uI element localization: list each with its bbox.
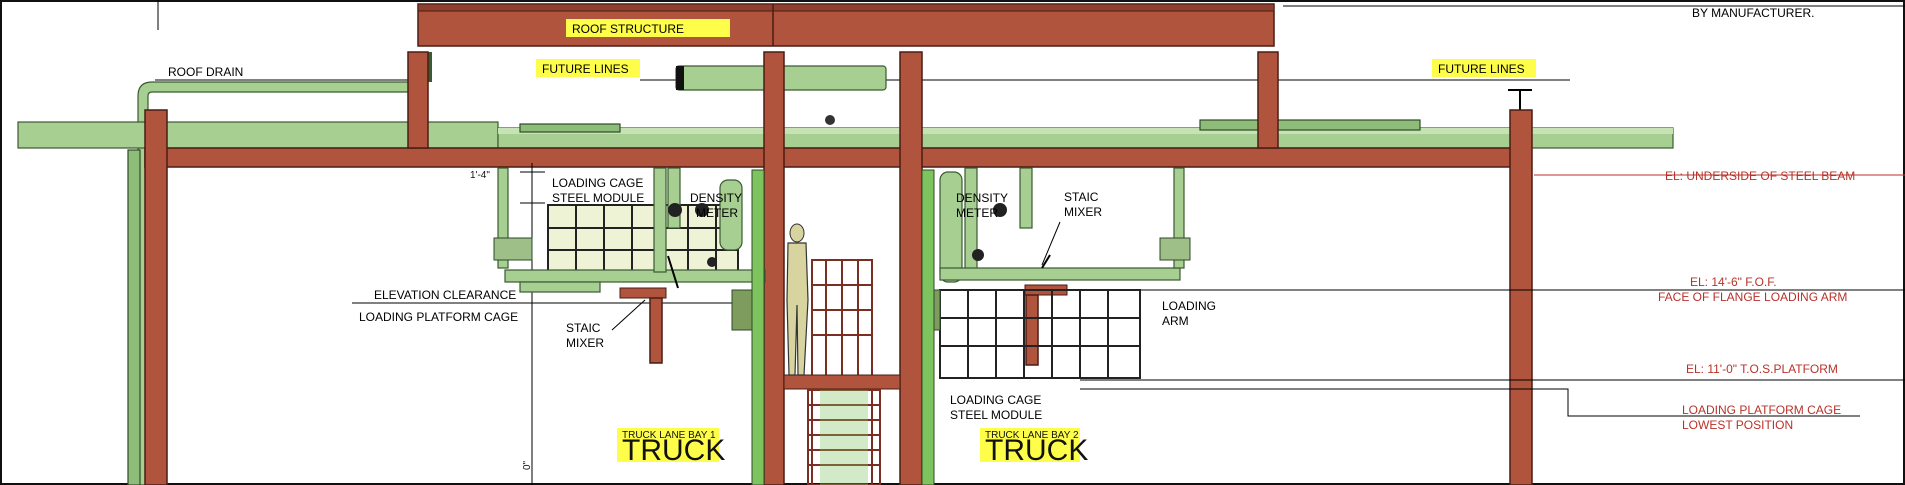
staic-mixer-right-1: STAIC [1064, 190, 1099, 204]
staic-mixer-left-2: MIXER [566, 336, 604, 350]
el-steel-beam-label: EL: UNDERSIDE OF STEEL BEAM [1665, 169, 1855, 183]
staic-mixer-left-1: STAIC [566, 321, 601, 335]
staic-mixer-right-leader [1041, 221, 1061, 266]
right-piping-assembly [939, 167, 1191, 366]
vertical-dimension-label: 0" [522, 460, 533, 470]
left-piping-assembly [493, 167, 766, 364]
roof-structure [417, 3, 1275, 47]
loading-cage-left-2: STEEL MODULE [552, 191, 644, 205]
future-lines-marker [1508, 89, 1532, 110]
left-loading-cage [547, 204, 739, 274]
el-11-0-label: EL: 11'-0" T.O.S.PLATFORM [1686, 362, 1838, 376]
loading-cage-left-1: LOADING CAGE [552, 176, 643, 190]
future-lines-right-highlight [1432, 59, 1536, 77]
roof-structure-label: ROOF STRUCTURE [572, 22, 684, 36]
dimension-1-4 [520, 163, 545, 206]
roof-drain-label: ROOF DRAIN [168, 65, 243, 79]
elevation-clearance-label: ELEVATION CLEARANCE [374, 288, 516, 302]
face-of-flange-label: FACE OF FLANGE LOADING ARM [1658, 290, 1847, 304]
loading-platform-cage-label: LOADING PLATFORM CAGE [359, 310, 518, 324]
person-figure-icon [786, 223, 809, 376]
truck-right-label: TRUCK [985, 434, 1088, 467]
staic-mixer-right-2: MIXER [1064, 205, 1102, 219]
column-center-left [763, 51, 785, 485]
loading-arm-1: LOADING [1162, 299, 1216, 313]
future-pipe-cap [676, 66, 684, 90]
bay-left-label: TRUCK LANE BAY 1 [622, 430, 716, 441]
loading-cage-right-1: LOADING CAGE [950, 393, 1041, 407]
roof-drain-pipe [127, 52, 432, 485]
bay-right-label: TRUCK LANE BAY 2 [985, 430, 1079, 441]
density-meter-left-2: METER [696, 206, 738, 220]
future-lines-left-label: FUTURE LINES [542, 62, 629, 76]
column-far-left [144, 109, 168, 485]
density-meter-left-1: DENSITY [690, 191, 742, 205]
loading-arm-2: ARM [1162, 314, 1189, 328]
staic-mixer-left-leader [611, 299, 646, 331]
column-right-upper [1257, 51, 1279, 149]
truck-right-highlight [980, 428, 1080, 462]
el-14-6-label: EL: 14'-6" F.O.F. [1690, 275, 1777, 289]
loading-platform-cage-right-2: LOWEST POSITION [1682, 418, 1793, 432]
roof-structure-highlight [566, 19, 730, 37]
column-center-right [899, 51, 923, 485]
truck-left-highlight [617, 428, 719, 462]
right-loading-cage [921, 169, 1141, 485]
main-steel-beam [144, 147, 1524, 168]
lowest-position-leader [1080, 388, 1860, 417]
loading-platform-cage-right-1: LOADING PLATFORM CAGE [1682, 403, 1841, 417]
future-lines-right-label: FUTURE LINES [1438, 62, 1525, 76]
main-pipe-run [17, 115, 1674, 149]
dim-1-4-label: 1'-4" [470, 170, 490, 181]
future-lines-left-highlight [536, 59, 640, 77]
left-platform-frame [731, 169, 765, 485]
density-meter-right-1: DENSITY [956, 191, 1008, 205]
center-ladder [783, 259, 901, 485]
density-meter-right-2: METER [956, 206, 998, 220]
truck-left-label: TRUCK [622, 434, 725, 467]
column-far-right [1509, 109, 1533, 485]
by-manufacturer-note: BY MANUFACTURER. [1692, 6, 1814, 20]
column-left-upper [407, 51, 429, 149]
loading-cage-right-2: STEEL MODULE [950, 408, 1042, 422]
